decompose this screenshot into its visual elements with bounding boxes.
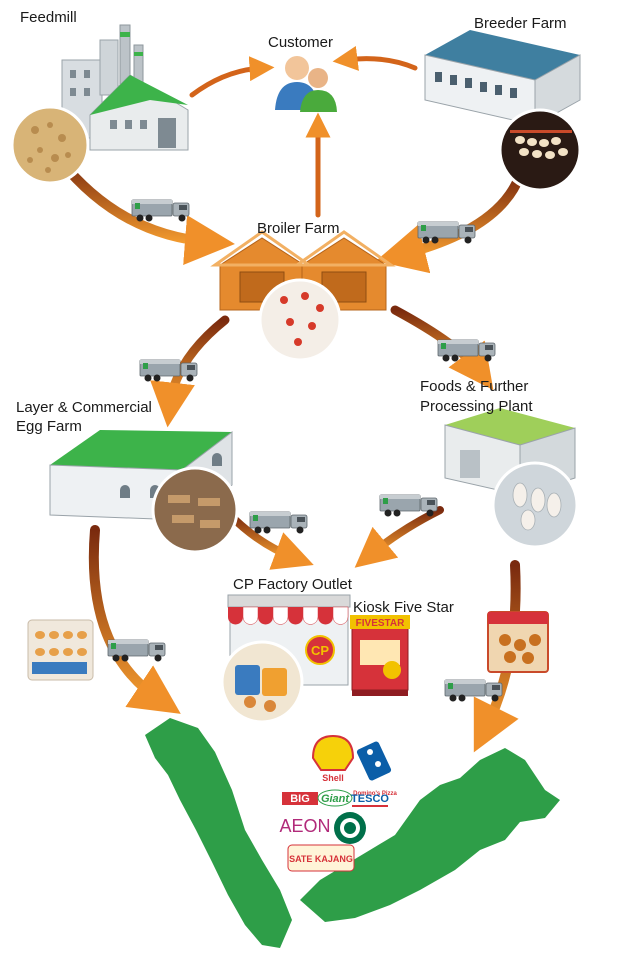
aeon-logo-icon: AEON — [279, 816, 330, 836]
big-logo-icon: BIG — [282, 792, 318, 805]
dominos-logo-text: Domino's Pizza — [353, 791, 397, 797]
truck-icon — [444, 679, 503, 702]
foods-plant-label-line2: Processing Plant — [420, 398, 533, 415]
satay-logo-text: SATE KAJANG — [289, 854, 353, 864]
kiosk-label: Kiosk Five Star — [353, 599, 454, 616]
feedmill-label: Feedmill — [20, 9, 77, 26]
broiler-farm-label: Broiler Farm — [257, 220, 340, 237]
cp-outlet-label: CP Factory Outlet — [233, 576, 352, 593]
egg-farm-photo — [151, 466, 239, 554]
arrow-breeder-to-broiler — [375, 170, 525, 274]
arrow-foods-to-outlet — [354, 506, 444, 568]
layer-farm-label-line1: Layer & Commercial — [16, 399, 152, 416]
truck-icon — [139, 359, 198, 382]
shell-logo-text: Shell — [322, 773, 344, 783]
factory-icon — [10, 24, 189, 185]
broiler-chickens-photo — [258, 278, 342, 362]
flow-arrows — [55, 46, 525, 753]
big-logo-text: BIG — [290, 793, 310, 805]
breeder-building-icon — [424, 30, 582, 192]
egg-incubator-photo — [498, 108, 582, 192]
shop-icon: CP — [220, 594, 351, 724]
arrow-breeder-to-customer — [332, 46, 418, 71]
arrow-feedmill-to-broiler — [55, 155, 235, 265]
tesco-logo-text: TESCO — [351, 793, 389, 805]
breeder-farm-label: Breeder Farm — [474, 15, 567, 32]
giant-logo-icon: Giant — [317, 789, 353, 807]
layer-farm-label-line2: Egg Farm — [16, 418, 82, 435]
truck-icon — [379, 494, 438, 517]
cp-sign: CP — [311, 643, 329, 658]
arrow-feedmill-to-customer — [189, 56, 275, 98]
processed-food-photo — [487, 611, 549, 673]
foods-plant-label-line1: Foods & Further — [420, 378, 529, 395]
customer-icon — [275, 56, 337, 112]
arrow-broiler-to-layer — [150, 315, 230, 428]
feed-grain-photo — [10, 105, 90, 185]
tesco-logo-icon: TESCO — [351, 793, 389, 807]
shell-logo-icon: Shell — [311, 734, 355, 783]
egg-tray-photo — [27, 619, 94, 681]
starbucks-logo-icon — [334, 812, 366, 844]
peninsular-map — [145, 718, 292, 948]
kiosk-icon: FIVESTAR — [350, 615, 410, 696]
barn-icon — [210, 230, 396, 362]
truck-icon — [249, 511, 308, 534]
arrow-layer-to-map — [88, 525, 181, 714]
borneo-map — [300, 748, 560, 922]
dominos-logo-icon: Domino's Pizza — [353, 741, 398, 797]
fivestar-sign: FIVESTAR — [356, 618, 405, 629]
truck-icon — [107, 639, 166, 662]
cp-logo-icon — [305, 635, 335, 665]
customer-label: Customer — [268, 34, 334, 51]
processing-plant-icon — [444, 408, 579, 549]
warehouse-icon — [49, 430, 239, 554]
satay-kajang-logo-icon: SATE KAJANG — [287, 844, 355, 872]
retail-brand-logos: Shell Domino's Pizza BIG Giant TESCO AEO… — [279, 734, 398, 872]
malaysia-map-icon — [145, 718, 560, 948]
truck-icon — [131, 199, 190, 222]
giant-logo-text: Giant — [321, 793, 350, 805]
aeon-logo-text: AEON — [279, 816, 330, 836]
